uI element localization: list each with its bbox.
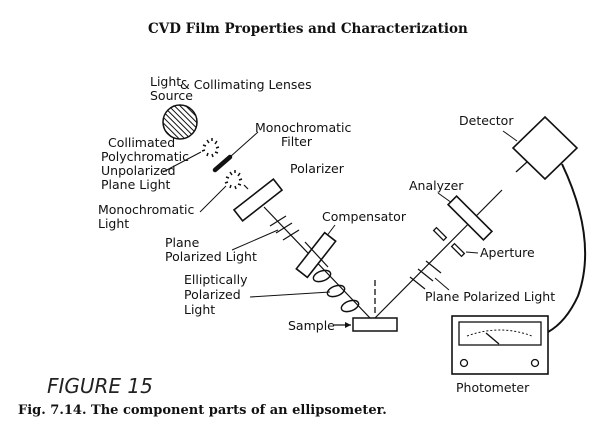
page-header: CVD Film Properties and Characterization (148, 21, 468, 37)
leader-line (437, 192, 453, 204)
label-light: Light (150, 74, 181, 89)
label-collimating-lenses: & Collimating Lenses (180, 77, 312, 92)
sample (352, 317, 398, 332)
label-sample: Sample (288, 318, 335, 333)
label-collimated: Collimated (108, 135, 175, 150)
arrowhead-icon (345, 322, 351, 328)
label-detector: Detector (459, 113, 514, 128)
leader-arrow (465, 251, 479, 254)
label-plane-light: Plane Light (101, 177, 171, 192)
photometer (451, 315, 549, 375)
detector-cable (547, 163, 587, 333)
leader-line (502, 130, 518, 142)
label-monochromatic-filter: Monochromatic (255, 120, 352, 135)
leader-line (231, 229, 279, 251)
label-compensator: Compensator (322, 209, 407, 224)
knob-icon (459, 358, 469, 368)
label-polychromatic: Polychromatic (101, 149, 189, 164)
plane-polarized-marks (409, 260, 442, 290)
label-analyzer: Analyzer (409, 178, 464, 193)
detector-stub (515, 161, 528, 173)
label-plane-polarized-light-right: Plane Polarized Light (425, 289, 555, 304)
label-light-3: Light (184, 302, 215, 317)
label-source: Source (150, 88, 193, 103)
label-polarized: Polarized (184, 287, 241, 302)
label-unpolarized: Unpolarized (101, 163, 176, 178)
label-aperture: Aperture (480, 245, 535, 260)
aperture (432, 226, 466, 258)
beam-segment (304, 241, 329, 268)
leader-line (249, 291, 331, 298)
leader-line (162, 151, 202, 173)
label-filter: Filter (281, 134, 313, 149)
plane-polarized-marks (269, 215, 300, 241)
label-plane: Plane (165, 235, 200, 250)
light-source-icon (162, 104, 198, 140)
polarizer-tick (243, 184, 249, 190)
knob-icon (530, 358, 540, 368)
label-light-2: Light (98, 216, 129, 231)
meter-needle (485, 332, 500, 345)
compensator (295, 231, 337, 279)
figure-caption: Fig. 7.14. The component parts of an ell… (18, 403, 387, 418)
detector (511, 115, 579, 181)
light-burst-icon (224, 170, 243, 190)
elliptical-polarization (312, 269, 360, 313)
light-burst-icon (201, 138, 220, 158)
label-plane-polarized-light: Polarized Light (165, 249, 257, 264)
label-polarizer: Polarizer (290, 161, 345, 176)
reflected-beam (374, 189, 503, 319)
label-monochromatic-light: Monochromatic (98, 202, 195, 217)
label-elliptically: Elliptically (184, 272, 248, 287)
leader-line (229, 131, 259, 158)
label-photometer: Photometer (456, 380, 530, 395)
handwritten-note: FIGURE 15 (47, 374, 153, 398)
monochromatic-filter (212, 154, 233, 173)
polarizer (232, 177, 284, 223)
leader-line (199, 185, 227, 213)
leader-line (434, 277, 450, 291)
analyzer (446, 194, 494, 242)
